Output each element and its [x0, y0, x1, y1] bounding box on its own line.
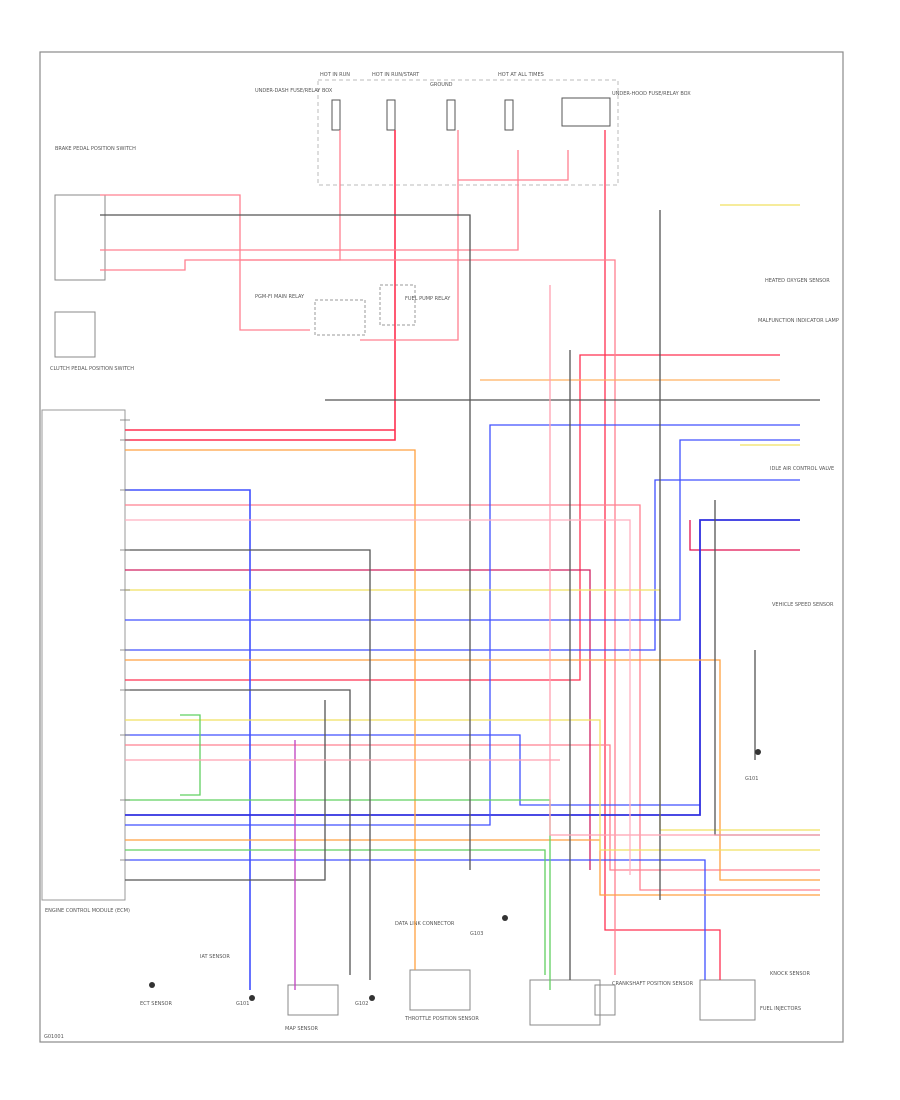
relay-labels: PGM-FI MAIN RELAY FUEL PUMP RELAY: [255, 294, 451, 302]
left-component-labels: BRAKE PEDAL POSITION SWITCH CLUTCH PEDAL…: [45, 146, 136, 914]
ground-right-label: G101: [745, 776, 758, 782]
wires: [100, 130, 820, 990]
main-relay-2-label: FUEL PUMP RELAY: [405, 296, 451, 302]
iat-sensor-label: IAT SENSOR: [200, 954, 230, 960]
main-relay-2: [379, 284, 416, 326]
ground-b-label: G102: [355, 1001, 368, 1007]
top-fuse-box: [317, 79, 619, 186]
o2-sensor-label: HEATED OXYGEN SENSOR: [765, 278, 830, 284]
ecm-label: ENGINE CONTROL MODULE (ECM): [45, 908, 130, 914]
brake-switch: [54, 194, 106, 281]
right-fuse-block-label: UNDER-HOOD FUSE/RELAY BOX: [612, 91, 691, 97]
ground-c-label: G103: [470, 931, 483, 937]
iac-valve-label: IDLE AIR CONTROL VALVE: [770, 466, 834, 472]
fuse-symbols: [331, 97, 611, 131]
vss-label: VEHICLE SPEED SENSOR: [772, 602, 834, 608]
clutch-switch: [54, 311, 96, 358]
bottom-components: [287, 969, 756, 1026]
tp-sensor-label: THROTTLE POSITION SENSOR: [404, 1016, 479, 1022]
ect-sensor-label: ECT SENSOR: [140, 1001, 172, 1007]
hot-fuse-label-2: HOT IN RUN/START: [372, 72, 420, 78]
hot-fuse-label-1: HOT IN RUN: [320, 72, 350, 78]
bottom-labels: ECT SENSOR IAT SENSOR MAP SENSOR G101 G1…: [44, 921, 810, 1040]
main-relay-1-label: PGM-FI MAIN RELAY: [255, 294, 305, 300]
injectors-label: FUEL INJECTORS: [760, 1006, 801, 1012]
top-fuse-block-label: UNDER-DASH FUSE/RELAY BOX: [255, 88, 333, 94]
ground-symbols: [149, 749, 761, 1001]
mil-lamp-label: MALFUNCTION INDICATOR LAMP: [758, 318, 839, 324]
ecm-block: [41, 409, 126, 901]
data-link-label: DATA LINK CONNECTOR: [395, 921, 455, 927]
brake-switch-label: BRAKE PEDAL POSITION SWITCH: [55, 146, 136, 152]
top-fuse-labels: HOT IN RUN HOT IN RUN/START GROUND HOT A…: [255, 72, 691, 97]
main-relay-1: [314, 299, 366, 336]
knock-sensor-label: KNOCK SENSOR: [770, 971, 810, 977]
ckp-sensor-label: CRANKSHAFT POSITION SENSOR: [612, 981, 694, 987]
ground-a-label: G101: [236, 1001, 249, 1007]
right-component-labels: HEATED OXYGEN SENSOR MALFUNCTION INDICAT…: [745, 278, 839, 782]
map-sensor-label: MAP SENSOR: [285, 1026, 319, 1032]
ecm-pins: [120, 419, 130, 861]
clutch-switch-label: CLUTCH PEDAL POSITION SWITCH: [50, 366, 134, 372]
diagram-frame: [39, 51, 844, 1043]
footer-code: G01001: [44, 1034, 64, 1040]
ground-dist-label: GROUND: [430, 82, 453, 88]
hot-fuse-label-3: HOT AT ALL TIMES: [498, 72, 544, 78]
